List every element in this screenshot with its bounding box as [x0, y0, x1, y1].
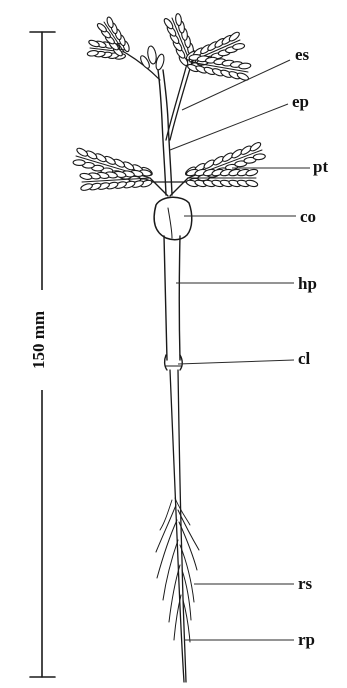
- leaflet: [96, 22, 108, 33]
- label-hp: hp: [298, 274, 317, 293]
- scale-label: 150 mm: [29, 311, 48, 369]
- label-rs: rs: [298, 574, 313, 593]
- root-system: [156, 370, 199, 682]
- leaflet: [175, 13, 182, 26]
- leaflet: [253, 153, 265, 160]
- leaflet: [88, 39, 100, 48]
- label-pt: pt: [313, 157, 328, 176]
- apical-bud: [139, 45, 166, 70]
- label-co: co: [300, 207, 316, 226]
- leaflet: [232, 43, 245, 50]
- label-ep: ep: [292, 92, 309, 111]
- leader-lines: [170, 60, 310, 640]
- leaf-right: [184, 141, 265, 188]
- petiole: [150, 178, 188, 196]
- leaflet: [239, 63, 251, 70]
- leaf-left: [73, 147, 153, 192]
- leaf-top-left: [87, 16, 130, 60]
- leaflet: [73, 160, 85, 166]
- label-cl: cl: [298, 349, 311, 368]
- hypocotyl: [164, 236, 180, 360]
- label-es: es: [295, 45, 310, 64]
- leaf-top-right: [163, 13, 251, 81]
- scale-bar: 150 mm: [29, 32, 55, 677]
- label-rp: rp: [298, 630, 315, 649]
- cotyledon: [154, 197, 192, 239]
